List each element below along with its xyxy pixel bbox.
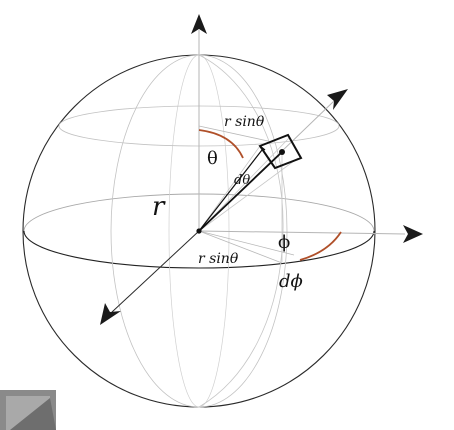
label-phi: ϕ — [278, 232, 290, 253]
z-axis-arrowhead-icon — [191, 14, 207, 34]
radius-r-line — [198, 151, 283, 232]
x-axis-arrowhead-icon — [100, 303, 121, 325]
radial-ray-arrowhead-icon — [327, 89, 348, 110]
projection-line-1 — [198, 230, 283, 264]
theta-arc — [198, 129, 244, 159]
corner-photo-fragment — [0, 390, 56, 430]
phi-arc — [299, 231, 342, 261]
origin-point — [196, 228, 202, 234]
label-theta: θ — [207, 148, 218, 169]
cone-line-3 — [198, 157, 299, 232]
radius-r-line-2 — [198, 149, 263, 232]
cone-line-1 — [198, 145, 261, 232]
y-axis-arrowhead-icon — [403, 225, 423, 243]
r-sin-theta-top-line — [198, 125, 269, 142]
label-d-phi: dϕ — [279, 271, 303, 292]
equator-front — [23, 230, 375, 269]
label-d-theta: dθ — [234, 173, 250, 188]
label-r-sin-theta-top: r sinθ — [224, 114, 265, 130]
label-r-sin-theta-bottom: r sinθ — [198, 251, 239, 267]
x-axis — [111, 230, 200, 313]
projection-line-2 — [198, 230, 295, 256]
y-axis — [198, 230, 406, 235]
meridian-through-element — [198, 54, 284, 408]
label-r: r — [152, 192, 166, 222]
volume-element-box — [258, 133, 303, 170]
